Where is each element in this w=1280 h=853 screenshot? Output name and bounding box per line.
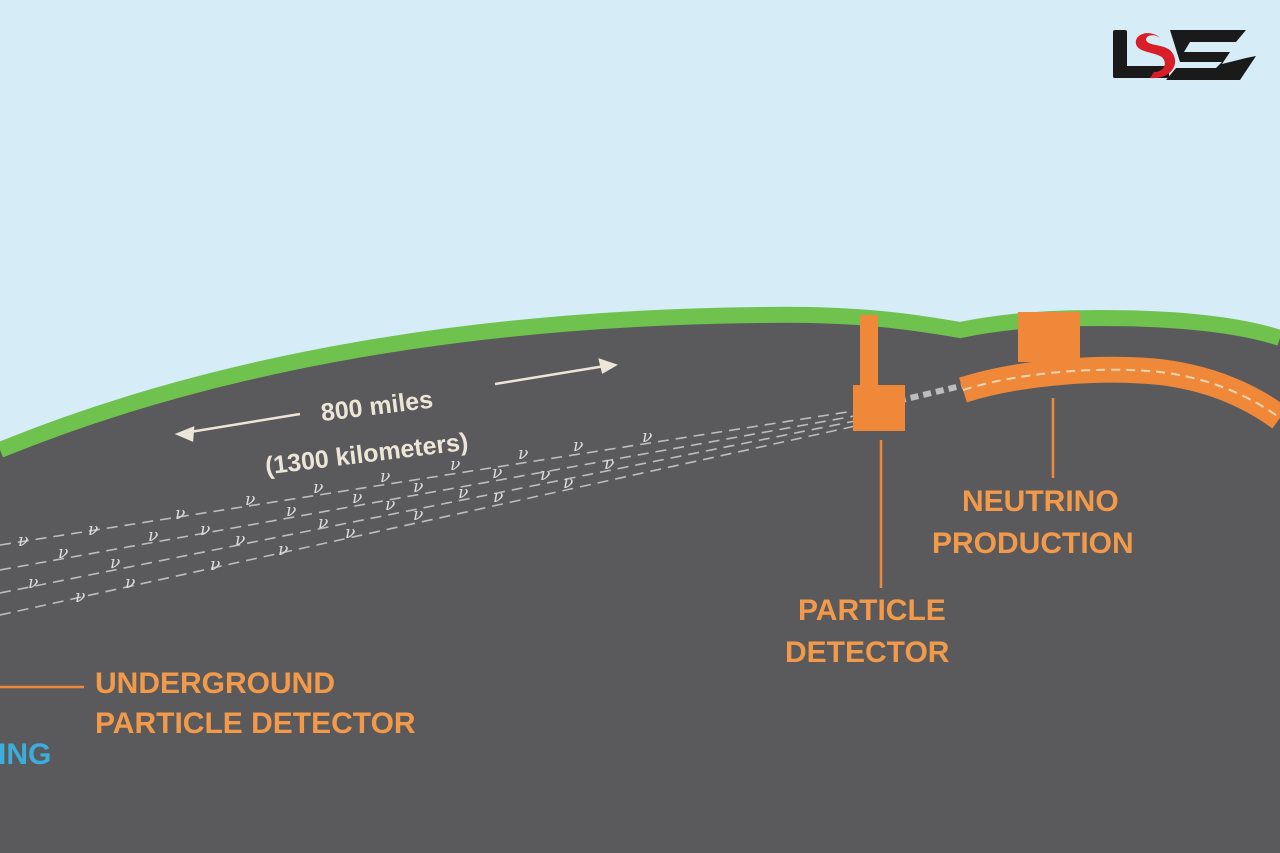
- neutrino-symbol: ν: [88, 520, 98, 540]
- neutrino-symbol: ν: [573, 436, 583, 456]
- particle-detector-box: [853, 385, 905, 431]
- neutrino-symbol: ν: [413, 477, 423, 497]
- neutrino-symbol: ν: [380, 467, 390, 487]
- neutrino-symbol: ν: [148, 526, 158, 546]
- neutrino-symbol: ν: [125, 573, 135, 593]
- neutrino-symbol: ν: [200, 520, 210, 540]
- neutrino-symbol: ν: [604, 454, 614, 474]
- neutrino-production-building: [1018, 312, 1080, 362]
- neutrino-symbol: ν: [563, 473, 573, 493]
- grass-surface: [0, 306, 1280, 458]
- neutrino-symbol: ν: [540, 465, 550, 485]
- neutrino-symbol: ν: [18, 531, 28, 551]
- neutrino-symbol: ν: [58, 543, 68, 563]
- neutrino-symbol: ν: [492, 463, 502, 483]
- neutrino-symbol: ν: [642, 427, 652, 447]
- particle-detector-label-line2: DETECTOR: [785, 636, 950, 669]
- neutrino-symbol: ν: [518, 444, 528, 464]
- neutrino-symbol: ν: [286, 501, 296, 521]
- neutrino-symbol: ν: [245, 490, 255, 510]
- neutrino-symbol: ν: [493, 487, 503, 507]
- neutrino-production-tunnel-centerline: [962, 368, 1280, 419]
- neutrino-production-label-line1: NEUTRINO: [962, 485, 1119, 518]
- underground-detector-label-line1: UNDERGROUND: [95, 667, 335, 700]
- neutrino-symbol: ν: [235, 530, 245, 550]
- neutrino-symbol: ν: [175, 504, 185, 524]
- neutrino-particles: ν ν ν ν ν ν ν ν ν ν ν ν ν ν ν ν ν ν ν ν …: [18, 427, 652, 607]
- neutrino-symbol: ν: [352, 488, 362, 508]
- neutrino-symbol: ν: [450, 455, 460, 475]
- neutrino-symbol: ν: [345, 523, 355, 543]
- brand-logo-icon: [1113, 30, 1256, 80]
- neutrino-symbol: ν: [413, 505, 423, 525]
- neutrino-symbol: ν: [318, 513, 328, 533]
- particle-detector-shaft: [860, 315, 878, 395]
- ground: [0, 314, 1280, 853]
- neutrino-symbol: ν: [210, 555, 220, 575]
- underground-detector-label-line2: PARTICLE DETECTOR: [95, 707, 416, 740]
- cut-off-label: ING: [0, 738, 51, 771]
- neutrino-symbol: ν: [278, 540, 288, 560]
- neutrino-symbol: ν: [458, 483, 468, 503]
- neutrino-symbol: ν: [313, 478, 323, 498]
- neutrino-symbol: ν: [385, 495, 395, 515]
- neutrino-production-label-line2: PRODUCTION: [932, 527, 1134, 560]
- particle-detector-label-line1: PARTICLE: [798, 594, 946, 627]
- neutrino-symbol: ν: [28, 573, 38, 593]
- neutrino-beam-paths: [0, 409, 861, 616]
- neutrino-symbol: ν: [110, 553, 120, 573]
- distance-arrows: [174, 358, 619, 442]
- neutrino-symbol: ν: [75, 587, 85, 607]
